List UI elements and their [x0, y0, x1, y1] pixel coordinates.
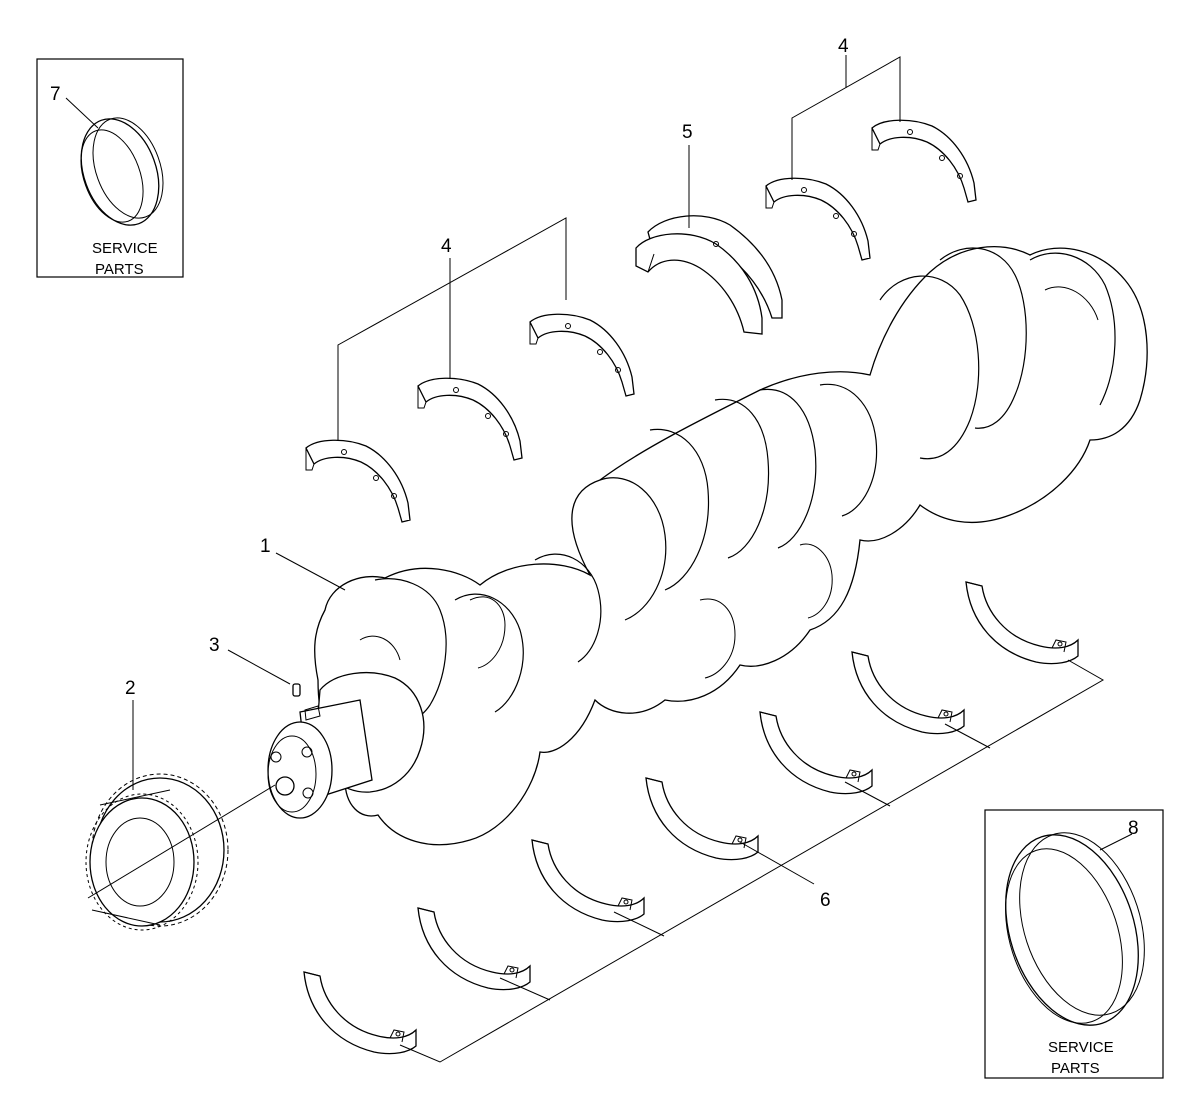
service-parts-box-8: 8 SERVICE PARTS: [984, 809, 1164, 1079]
service-box-8-line1: SERVICE: [1048, 1039, 1114, 1056]
upper-shell-2: [417, 377, 523, 461]
callout-5: 5: [682, 122, 693, 143]
lower-shell-4: [645, 777, 759, 861]
service-box-8-line2: PARTS: [1051, 1060, 1100, 1077]
lower-shell-2: [417, 907, 531, 991]
leader-3: [227, 649, 291, 685]
callout-3: 3: [209, 635, 220, 656]
callout-7: 7: [50, 84, 61, 105]
callout-6: 6: [820, 890, 831, 911]
lower-shell-6: [851, 651, 965, 735]
service-box-7-line2: PARTS: [95, 261, 144, 278]
lower-shell-5: [759, 711, 873, 795]
upper-bearing-shells-right: [765, 119, 977, 261]
upper-shell-1: [305, 439, 411, 523]
service-box-8-frame: [984, 809, 1164, 1079]
crankshaft-1: [314, 246, 1148, 846]
leader-6: [739, 841, 815, 885]
service-parts-box-7: 7 SERVICE PARTS: [36, 58, 184, 278]
bracket-4-left: [337, 217, 567, 440]
lower-shell-7: [965, 581, 1079, 665]
callout-8: 8: [1128, 818, 1139, 839]
callout-2: 2: [125, 678, 136, 699]
upper-shell-3: [529, 313, 635, 397]
lower-shell-3: [531, 839, 645, 923]
callout-1: 1: [260, 536, 271, 557]
key-pin-3: [292, 683, 321, 721]
part-7-seal-ring: [80, 117, 164, 226]
leader-8: [1099, 833, 1133, 851]
gear-axis-line: [87, 784, 276, 899]
thrust-bearing-5: [635, 215, 783, 335]
leader-1: [275, 552, 346, 591]
lower-shell-1: [303, 971, 417, 1055]
leader-7: [65, 97, 99, 129]
callout-4-right: 4: [838, 36, 849, 57]
bracket-6: [399, 659, 1105, 1063]
service-box-7-frame: [36, 58, 184, 278]
service-box-7-line1: SERVICE: [92, 240, 158, 257]
crankshaft-gear-2: [85, 773, 229, 931]
part-8-seal-ring: [1005, 832, 1145, 1026]
upper-shell-4: [765, 177, 871, 261]
crankshaft-nose: [267, 672, 425, 819]
callout-4-left: 4: [441, 236, 452, 257]
upper-shell-5: [871, 119, 977, 203]
